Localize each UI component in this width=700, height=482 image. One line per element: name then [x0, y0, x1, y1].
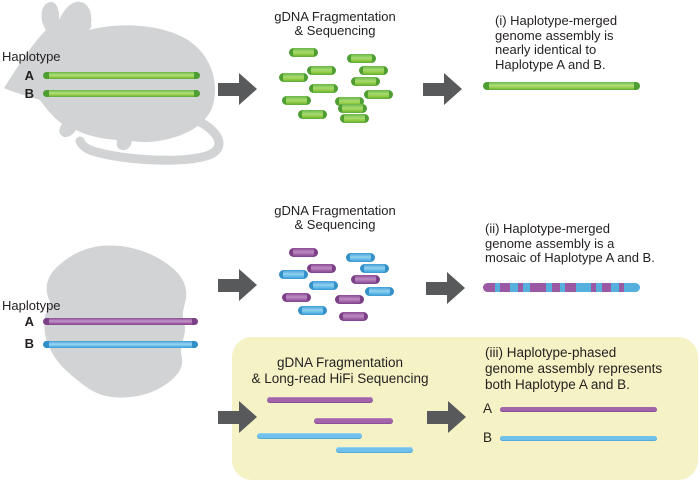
mosaic-segment-purple [552, 283, 560, 292]
dna-fragment-blue [360, 264, 389, 273]
arrow-right-icon [426, 271, 466, 305]
mosaic-segment-purple [602, 283, 611, 292]
row2-result-line3: mosaic of Haplotype A and B. [485, 250, 655, 266]
dna-fragment-purple [351, 275, 380, 284]
mosaic-segment-purple [518, 283, 523, 292]
row3-phased-b-line [500, 436, 657, 441]
dna-fragment-green [309, 84, 338, 93]
row1-haplotype-label: Haplotype [2, 49, 61, 64]
dna-fragment-green [340, 114, 369, 123]
mosaic-segment-purple [483, 283, 495, 292]
dna-fragment-green [307, 66, 336, 75]
dna-fragment-green [289, 48, 318, 57]
row2-haplotype-b-line [43, 341, 198, 348]
mosaic-segment-purple [530, 283, 546, 292]
mosaic-segment-purple [591, 283, 596, 292]
row3-step-title-line2: & Long-read HiFi Sequencing [251, 370, 429, 386]
hifi-long-read-purple [267, 397, 373, 403]
row3-step-title-line1: gDNA Fragmentation [276, 355, 404, 370]
dna-fragment-purple [282, 293, 311, 302]
row2-step-title: gDNA Fragmentation & Sequencing [255, 204, 415, 232]
hifi-long-read-purple [314, 418, 393, 424]
row2-haplotype-a-line [43, 318, 198, 325]
row3-result-line3: both Haplotype A and B. [485, 377, 630, 392]
row1-haplotype-a-line [43, 72, 200, 79]
mosaic-segment-blue [624, 283, 640, 292]
mosaic-segment-purple [619, 283, 624, 292]
dna-fragment-purple [289, 248, 318, 257]
row3-haplotype-a-label: A [483, 401, 493, 416]
row1-step-title-line1: gDNA Fragmentation [274, 9, 396, 24]
dna-fragment-blue [365, 287, 394, 296]
mouse-tail [75, 117, 224, 165]
row1-haplotype-a-label: A [24, 68, 34, 83]
arrow-right-icon [423, 72, 463, 106]
row1-result-line4: Haplotype A and B. [495, 56, 606, 72]
dna-fragment-blue [279, 270, 308, 279]
mouse-silhouette [4, 1, 224, 165]
mosaic-segment-blue [495, 283, 500, 292]
row1-result-line2: genome assembly is [495, 27, 614, 43]
dna-fragment-green [279, 73, 308, 82]
arrow-right-icon [427, 400, 467, 434]
arrow-right-icon [218, 400, 258, 434]
dna-fragment-purple [339, 312, 368, 321]
row1-haplotype-b-line [43, 90, 200, 97]
row2-haplotype-label: Haplotype [2, 298, 61, 313]
row1-merged-assembly-bar [483, 82, 640, 90]
mosaic-segment-blue [510, 283, 518, 292]
row1-step-title-line2: & Sequencing [294, 23, 376, 38]
row1-result-line3: nearly identical to [495, 42, 597, 58]
row3-phased-a-line [500, 407, 657, 412]
dna-fragment-green [347, 54, 376, 63]
mosaic-segment-blue [560, 283, 565, 292]
dna-fragment-blue [309, 281, 338, 290]
dna-fragment-green [351, 77, 380, 86]
mosaic-segment-blue [523, 283, 530, 292]
row2-step-title-line2: & Sequencing [294, 217, 376, 232]
row2-result-line2: genome assembly is a [485, 235, 615, 251]
row1-haplotype-b-label: B [24, 86, 34, 101]
row2-result-line1: (ii) Haplotype-merged [485, 221, 610, 236]
mosaic-segment-blue [546, 283, 552, 292]
row3-result-line2: genome assembly represents [485, 361, 663, 376]
dna-fragment-purple [335, 295, 364, 304]
arrow-right-icon [218, 268, 258, 302]
row2-step-title-line1: gDNA Fragmentation [274, 203, 396, 218]
row3-result-line1: (iii) Haplotype-phased [485, 345, 617, 360]
mosaic-segment-purple [565, 283, 576, 292]
hifi-long-read-blue [257, 433, 362, 439]
hifi-long-read-blue [336, 447, 413, 453]
mosaic-segment-blue [576, 283, 591, 292]
row1-step-title: gDNA Fragmentation & Sequencing [255, 10, 415, 38]
mosaic-segment-purple [500, 283, 510, 292]
mosaic-segment-blue [596, 283, 602, 292]
dna-fragment-purple [307, 264, 336, 273]
dna-fragment-green [364, 90, 393, 99]
dna-fragment-green [359, 66, 388, 75]
row1-result-line1: (i) Haplotype-merged [495, 13, 618, 28]
row2-haplotype-b-label: B [24, 336, 34, 351]
dna-fragment-green [338, 104, 367, 113]
dna-fragment-blue [346, 253, 375, 262]
mosaic-segment-blue [611, 283, 619, 292]
dna-fragment-green [282, 96, 311, 105]
row2-mosaic-assembly-bar [483, 283, 640, 292]
row2-result-text: (ii) Haplotype-merged genome assembly is… [485, 221, 685, 266]
row3-step-title: gDNA Fragmentation & Long-read HiFi Sequ… [240, 355, 440, 386]
row3-result-text: (iii) Haplotype-phased genome assembly r… [485, 345, 690, 393]
dna-fragment-green [335, 97, 364, 106]
dna-fragment-blue [298, 306, 327, 315]
row1-result-text: (i) Haplotype-merged genome assembly is … [495, 13, 660, 72]
row3-haplotype-b-label: B [483, 430, 493, 445]
dna-fragment-green [298, 110, 327, 119]
row2-haplotype-a-label: A [24, 314, 34, 329]
arrow-right-icon [218, 72, 258, 106]
